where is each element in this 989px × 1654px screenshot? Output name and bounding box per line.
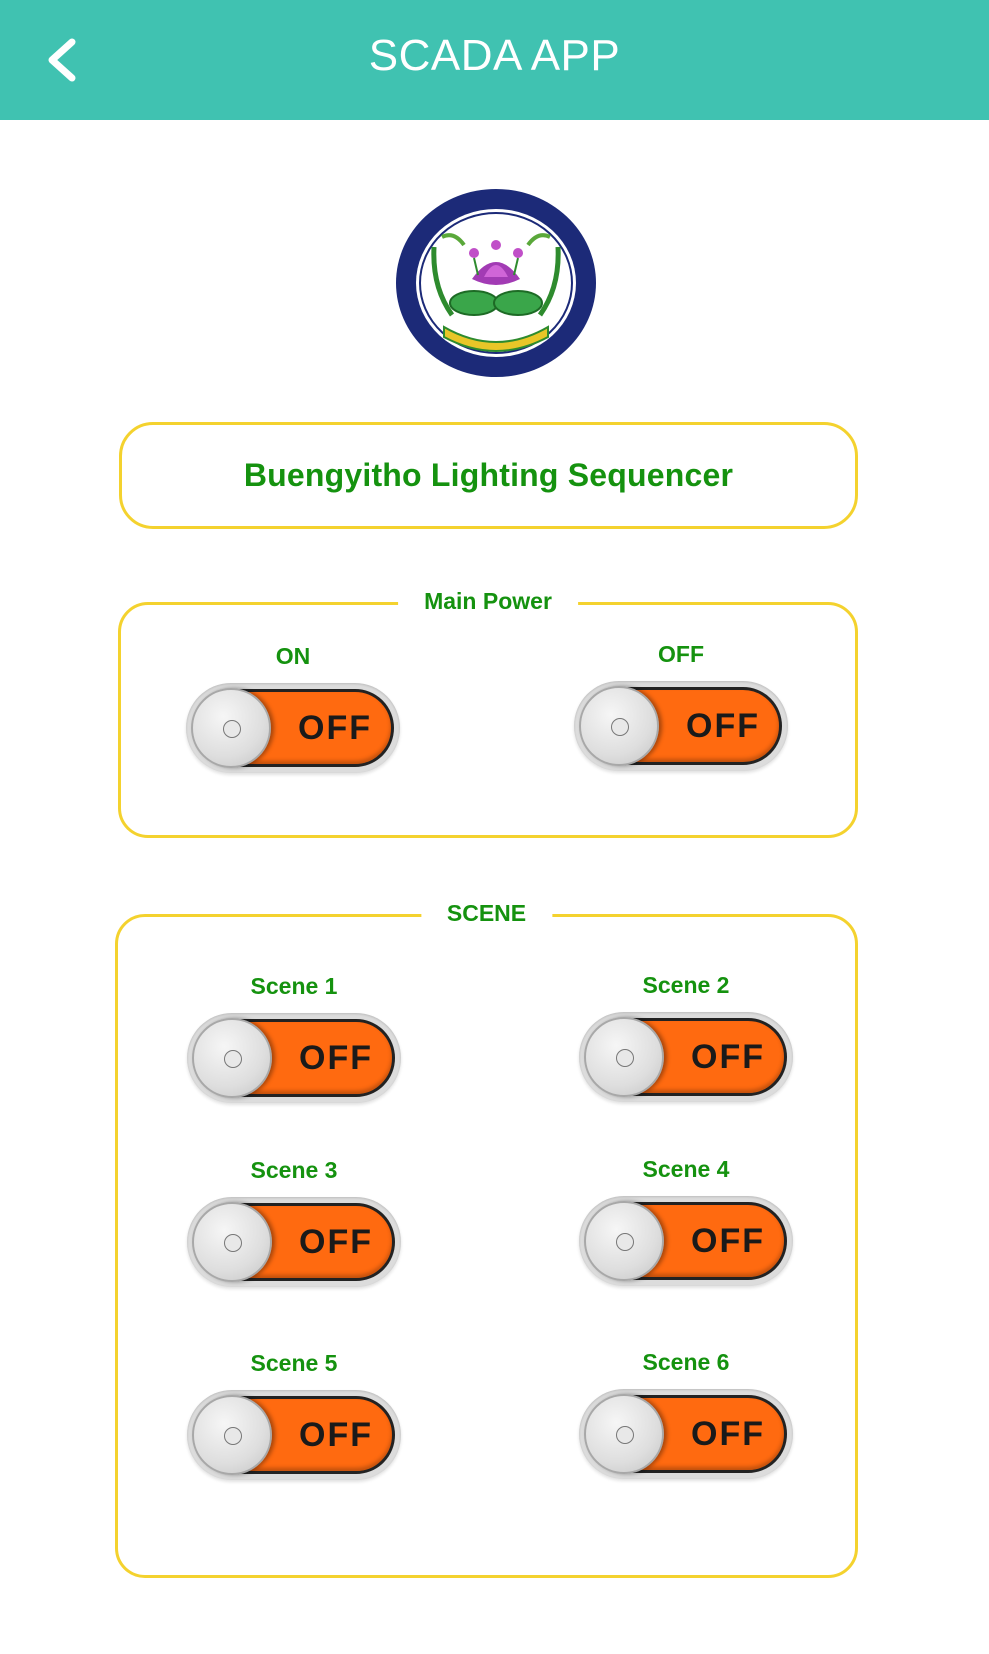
main-power-on-switch[interactable]: OFF xyxy=(186,683,400,773)
scene-2-switch[interactable]: OFF xyxy=(579,1012,793,1102)
municipality-seal-logo xyxy=(394,187,598,379)
main-power-off-label: OFF xyxy=(658,641,704,667)
scene-5-switch[interactable]: OFF xyxy=(187,1390,401,1480)
scene-group: SCENE Scene 1 OFF Scene 2 OFF Scene 3 OF… xyxy=(115,900,858,1578)
switch-knob xyxy=(192,1202,272,1282)
scene-4-item: Scene 4 OFF xyxy=(579,1154,793,1286)
main-power-off-item: OFF OFF xyxy=(574,639,788,771)
scene-5-item: Scene 5 OFF xyxy=(187,1348,401,1480)
switch-state-text: OFF xyxy=(298,708,372,747)
main-power-group: Main Power ON OFF OFF OFF xyxy=(118,588,858,838)
switch-state-text: OFF xyxy=(299,1222,373,1261)
switch-state-text: OFF xyxy=(686,706,760,745)
scene-4-label: Scene 4 xyxy=(642,1156,730,1182)
main-power-off-switch[interactable]: OFF xyxy=(574,681,788,771)
app-title-text: Buengyitho Lighting Sequencer xyxy=(243,457,734,493)
switch-knob xyxy=(584,1394,664,1474)
scene-3-label: Scene 3 xyxy=(250,1157,338,1183)
chevron-left-icon xyxy=(48,38,76,82)
scene-6-item: Scene 6 OFF xyxy=(579,1347,793,1479)
main-power-on-item: ON OFF xyxy=(186,641,400,773)
scene-1-label: Scene 1 xyxy=(250,973,338,999)
scene-2-label: Scene 2 xyxy=(642,972,730,998)
scene-6-switch[interactable]: OFF xyxy=(579,1389,793,1479)
scene-4-switch[interactable]: OFF xyxy=(579,1196,793,1286)
scene-2-item: Scene 2 OFF xyxy=(579,970,793,1102)
back-button[interactable] xyxy=(30,28,94,92)
scene-5-label: Scene 5 xyxy=(250,1350,338,1376)
app-bar-title: SCADA APP xyxy=(368,31,621,80)
switch-state-text: OFF xyxy=(691,1037,765,1076)
switch-state-text: OFF xyxy=(299,1415,373,1454)
switch-knob xyxy=(191,688,271,768)
scene-3-item: Scene 3 OFF xyxy=(187,1155,401,1287)
main-power-legend: Main Power xyxy=(398,588,578,615)
switch-knob xyxy=(579,686,659,766)
scene-6-label: Scene 6 xyxy=(642,1349,730,1375)
scene-1-switch[interactable]: OFF xyxy=(187,1013,401,1103)
switch-state-text: OFF xyxy=(691,1221,765,1260)
scene-1-item: Scene 1 OFF xyxy=(187,971,401,1103)
switch-state-text: OFF xyxy=(299,1038,373,1077)
switch-state-text: OFF xyxy=(691,1414,765,1453)
scene-3-switch[interactable]: OFF xyxy=(187,1197,401,1287)
switch-knob xyxy=(584,1201,664,1281)
main-power-on-label: ON xyxy=(275,643,311,669)
app-bar: SCADA APP xyxy=(0,0,989,120)
switch-knob xyxy=(192,1018,272,1098)
switch-knob xyxy=(192,1395,272,1475)
app-title-box: Buengyitho Lighting Sequencer xyxy=(119,422,858,529)
scene-legend: SCENE xyxy=(420,900,553,927)
switch-knob xyxy=(584,1017,664,1097)
